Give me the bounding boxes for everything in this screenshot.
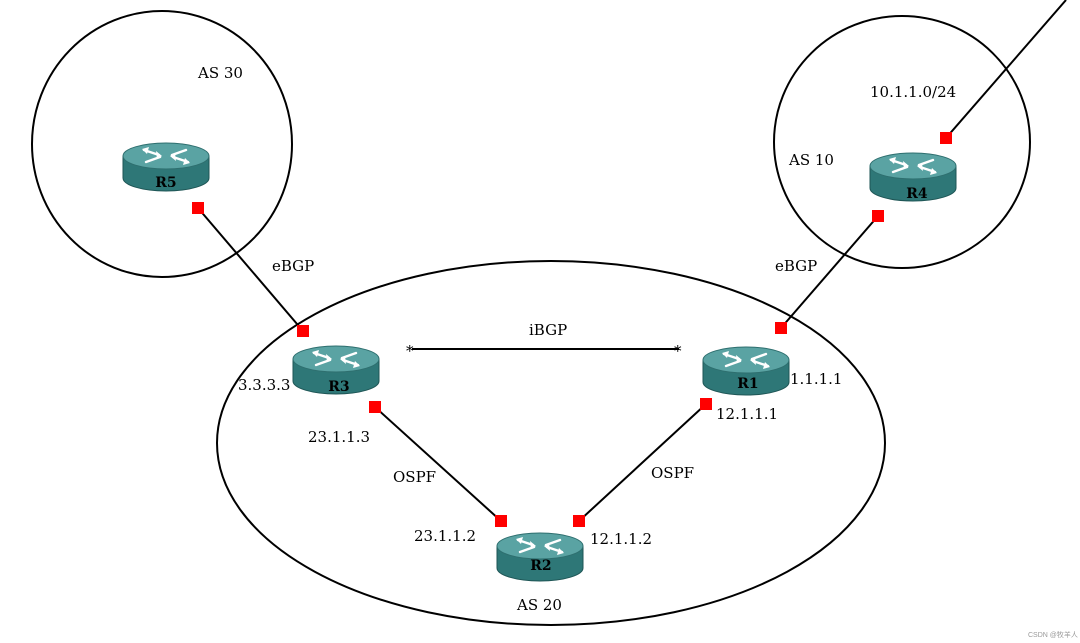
- ibgp-right-mark: *: [674, 342, 682, 360]
- interface-r1-ospf: [700, 398, 712, 410]
- ebgp-left-label: eBGP: [272, 257, 314, 275]
- interface-r3-ospf: [369, 401, 381, 413]
- r1-r2-link-address: 12.1.1.1: [716, 405, 778, 423]
- interface-r1-ebgp: [775, 322, 787, 334]
- router-label-r4: R4: [906, 186, 928, 202]
- interface-r4-external: [940, 132, 952, 144]
- link-r4-r1: [780, 215, 879, 329]
- as20-label: AS 20: [516, 596, 562, 614]
- r3-loopback-label: 3.3.3.3: [238, 376, 290, 394]
- ospf-right-label: OSPF: [651, 464, 694, 482]
- ibgp-left-mark: *: [406, 342, 414, 360]
- r3-r2-link-address: 23.1.1.3: [308, 428, 370, 446]
- interface-r5: [192, 202, 204, 214]
- as20-boundary: [216, 260, 886, 626]
- router-label-r1: R1: [737, 376, 758, 392]
- r2-left-address: 23.1.1.2: [414, 527, 476, 545]
- interface-markers: [192, 132, 952, 527]
- link-r4-external: [945, 0, 1067, 139]
- r2-right-address: 12.1.1.2: [590, 530, 652, 548]
- as30-label: AS 30: [197, 64, 243, 82]
- link-r3-r2: [374, 406, 502, 522]
- as10-label: AS 10: [788, 151, 834, 169]
- watermark: CSDN @牧羊人: [1028, 630, 1078, 639]
- as10-boundary: [773, 15, 1031, 269]
- ibgp-label: iBGP: [529, 321, 567, 339]
- interface-r2-left: [495, 515, 507, 527]
- interface-r3-ebgp: [297, 325, 309, 337]
- interface-r4-ebgp: [872, 210, 884, 222]
- r1-loopback-label: 1.1.1.1: [790, 370, 842, 388]
- link-r1-r2: [578, 403, 707, 522]
- as30-boundary: [31, 10, 293, 278]
- router-label-r3: R3: [328, 379, 349, 395]
- router-label-r5: R5: [155, 175, 176, 191]
- network-r4-label: 10.1.1.0/24: [870, 83, 956, 101]
- link-r5-r3: [197, 207, 304, 332]
- interface-r2-right: [573, 515, 585, 527]
- ebgp-right-label: eBGP: [775, 257, 817, 275]
- ospf-left-label: OSPF: [393, 468, 436, 486]
- router-label-r2: R2: [530, 558, 551, 574]
